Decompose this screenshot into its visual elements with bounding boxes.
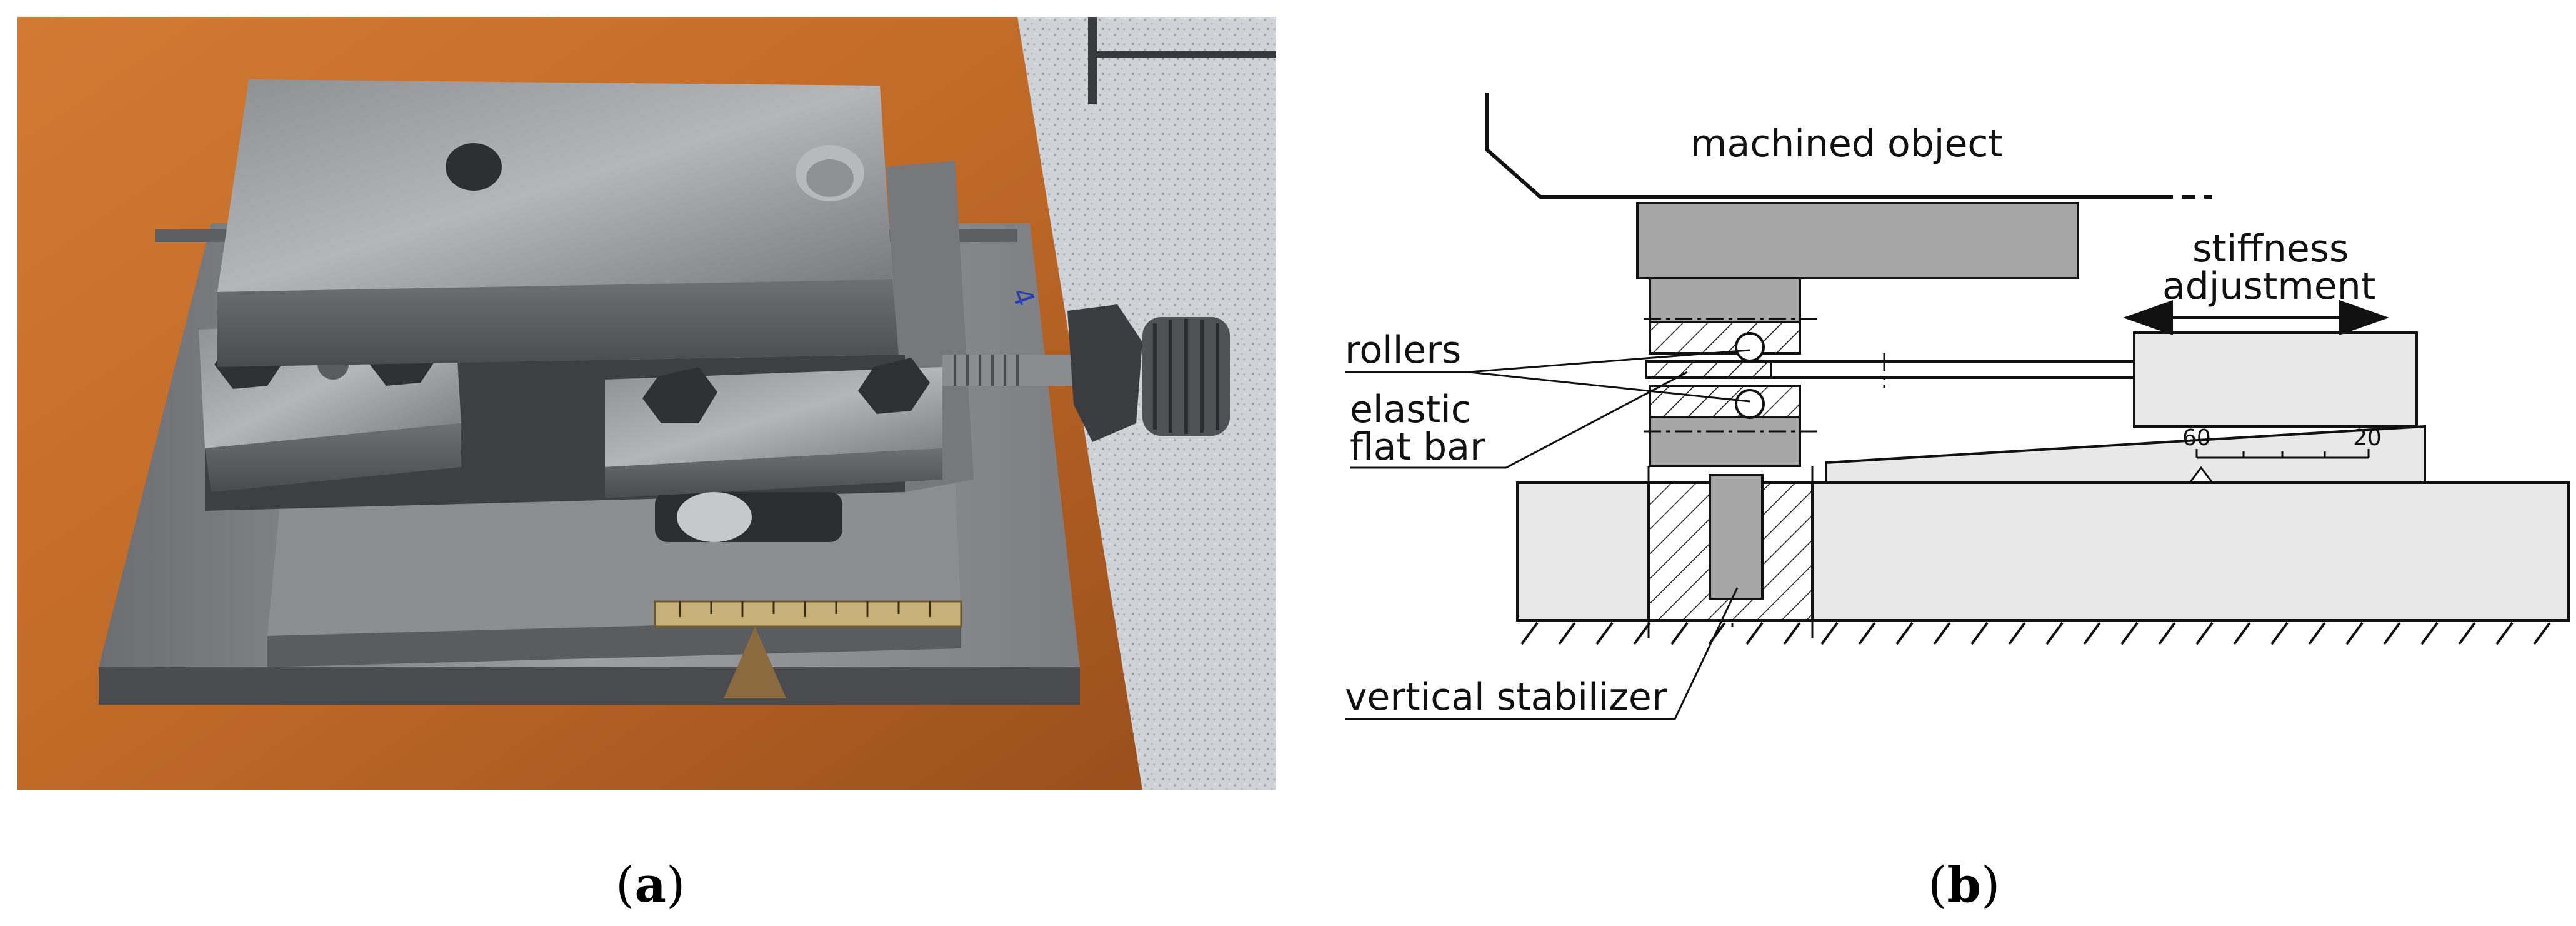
lower-roller-holder	[1649, 385, 1801, 467]
leader-elastic-bar	[1350, 371, 1688, 469]
upper-block	[1636, 202, 2079, 279]
leader-rollers-lower	[1468, 371, 1750, 403]
caption-b: (b)	[1928, 857, 2000, 913]
label-stiffness-line2: adjustment	[2162, 264, 2375, 308]
machined-object: machined object	[1485, 93, 2212, 199]
caption-a: (a)	[616, 857, 686, 913]
scale-label-right: 20	[2353, 425, 2382, 451]
label-stiffness-line1: stiffness	[2192, 227, 2349, 271]
roller-upper	[1735, 332, 1765, 362]
label-machined-object: machined object	[1690, 122, 2003, 166]
roller-lower	[1735, 389, 1765, 419]
wedge	[1825, 425, 2426, 484]
upper-roller-holder	[1649, 277, 1801, 355]
adjustment-screw	[942, 304, 1230, 442]
label-vertical-stabilizer: vertical stabilizer	[1345, 675, 1667, 719]
adjustment-slider	[2133, 331, 2418, 428]
label-elastic-line2: flat bar	[1350, 425, 1485, 469]
pointer-triangle	[724, 627, 786, 698]
photo-panel-a: 4	[17, 17, 1276, 790]
clamp-block-right	[605, 358, 942, 542]
schematic-panel-b: machined object 60 20	[1345, 93, 2570, 720]
label-elastic-line1: elastic	[1350, 388, 1472, 431]
vertical-stabilizer	[1709, 474, 1764, 600]
label-rollers: rollers	[1345, 328, 1461, 372]
leader-vertical-stabilizer	[1345, 587, 1739, 720]
scale: 60 20	[2182, 425, 2382, 484]
base	[1516, 474, 2570, 622]
scale-label-left: 60	[2182, 425, 2211, 451]
scale-ruler	[654, 600, 962, 698]
wedge-block	[267, 480, 961, 667]
top-block	[217, 79, 899, 367]
ground-hatching	[1517, 619, 2569, 645]
